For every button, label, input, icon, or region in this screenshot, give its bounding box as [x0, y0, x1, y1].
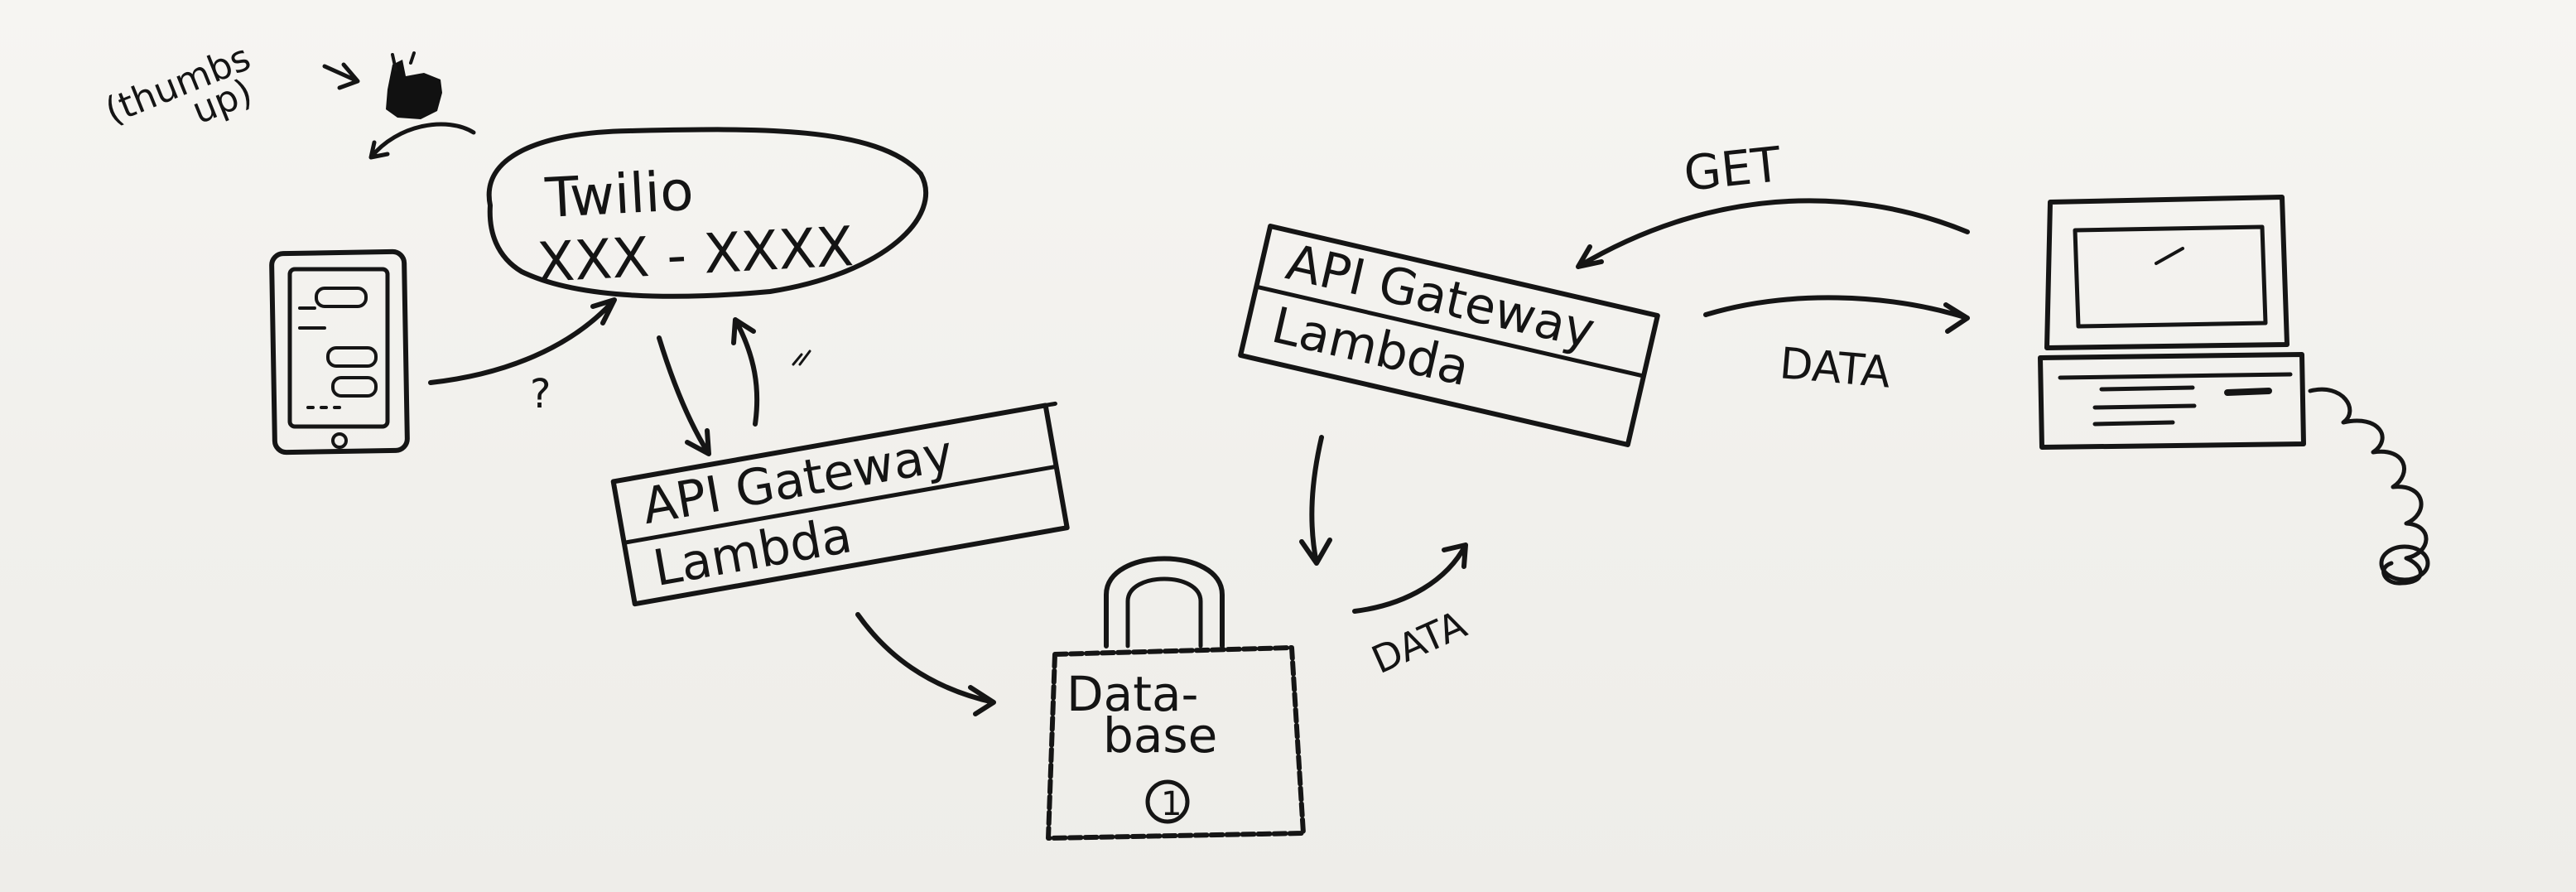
twilio-name: Twilio — [543, 159, 696, 230]
get-label: GET — [1681, 136, 1784, 202]
lambda-to-database-arrow — [855, 612, 996, 716]
gateway-to-database-arrow — [1299, 435, 1332, 566]
thumbs-up-icon — [386, 51, 442, 119]
thumbs-return-arrow — [368, 122, 476, 160]
twilio-down-arrow — [657, 335, 711, 456]
twilio-up-arrow — [731, 317, 760, 427]
question-mark: ? — [530, 371, 551, 417]
data-arrow — [1703, 295, 1970, 334]
twilio-node: Twilio XXX - XXXX — [486, 127, 928, 299]
gateway-left-node: API Gateway Lambda — [610, 401, 1070, 607]
thumbs-pointer-arrow — [322, 62, 360, 90]
data-label-bottom: DATA — [1365, 601, 1474, 682]
get-arrow — [1576, 198, 1970, 269]
phone-icon — [269, 248, 410, 456]
database-label-line2: base — [1103, 707, 1217, 764]
computer-icon — [2038, 195, 2430, 586]
data-label-right: DATA — [1778, 339, 1893, 398]
database-lock-icon: Data- base 1 — [1046, 556, 1306, 841]
database-badge: 1 — [1161, 785, 1182, 823]
thumbs-annotation: (thumbs up) — [99, 36, 360, 133]
phone-to-twilio-arrow — [428, 297, 617, 385]
database-data-arrow — [1352, 542, 1468, 614]
tick-mark — [792, 350, 811, 366]
database-label-line1: Data- — [1067, 666, 1198, 722]
